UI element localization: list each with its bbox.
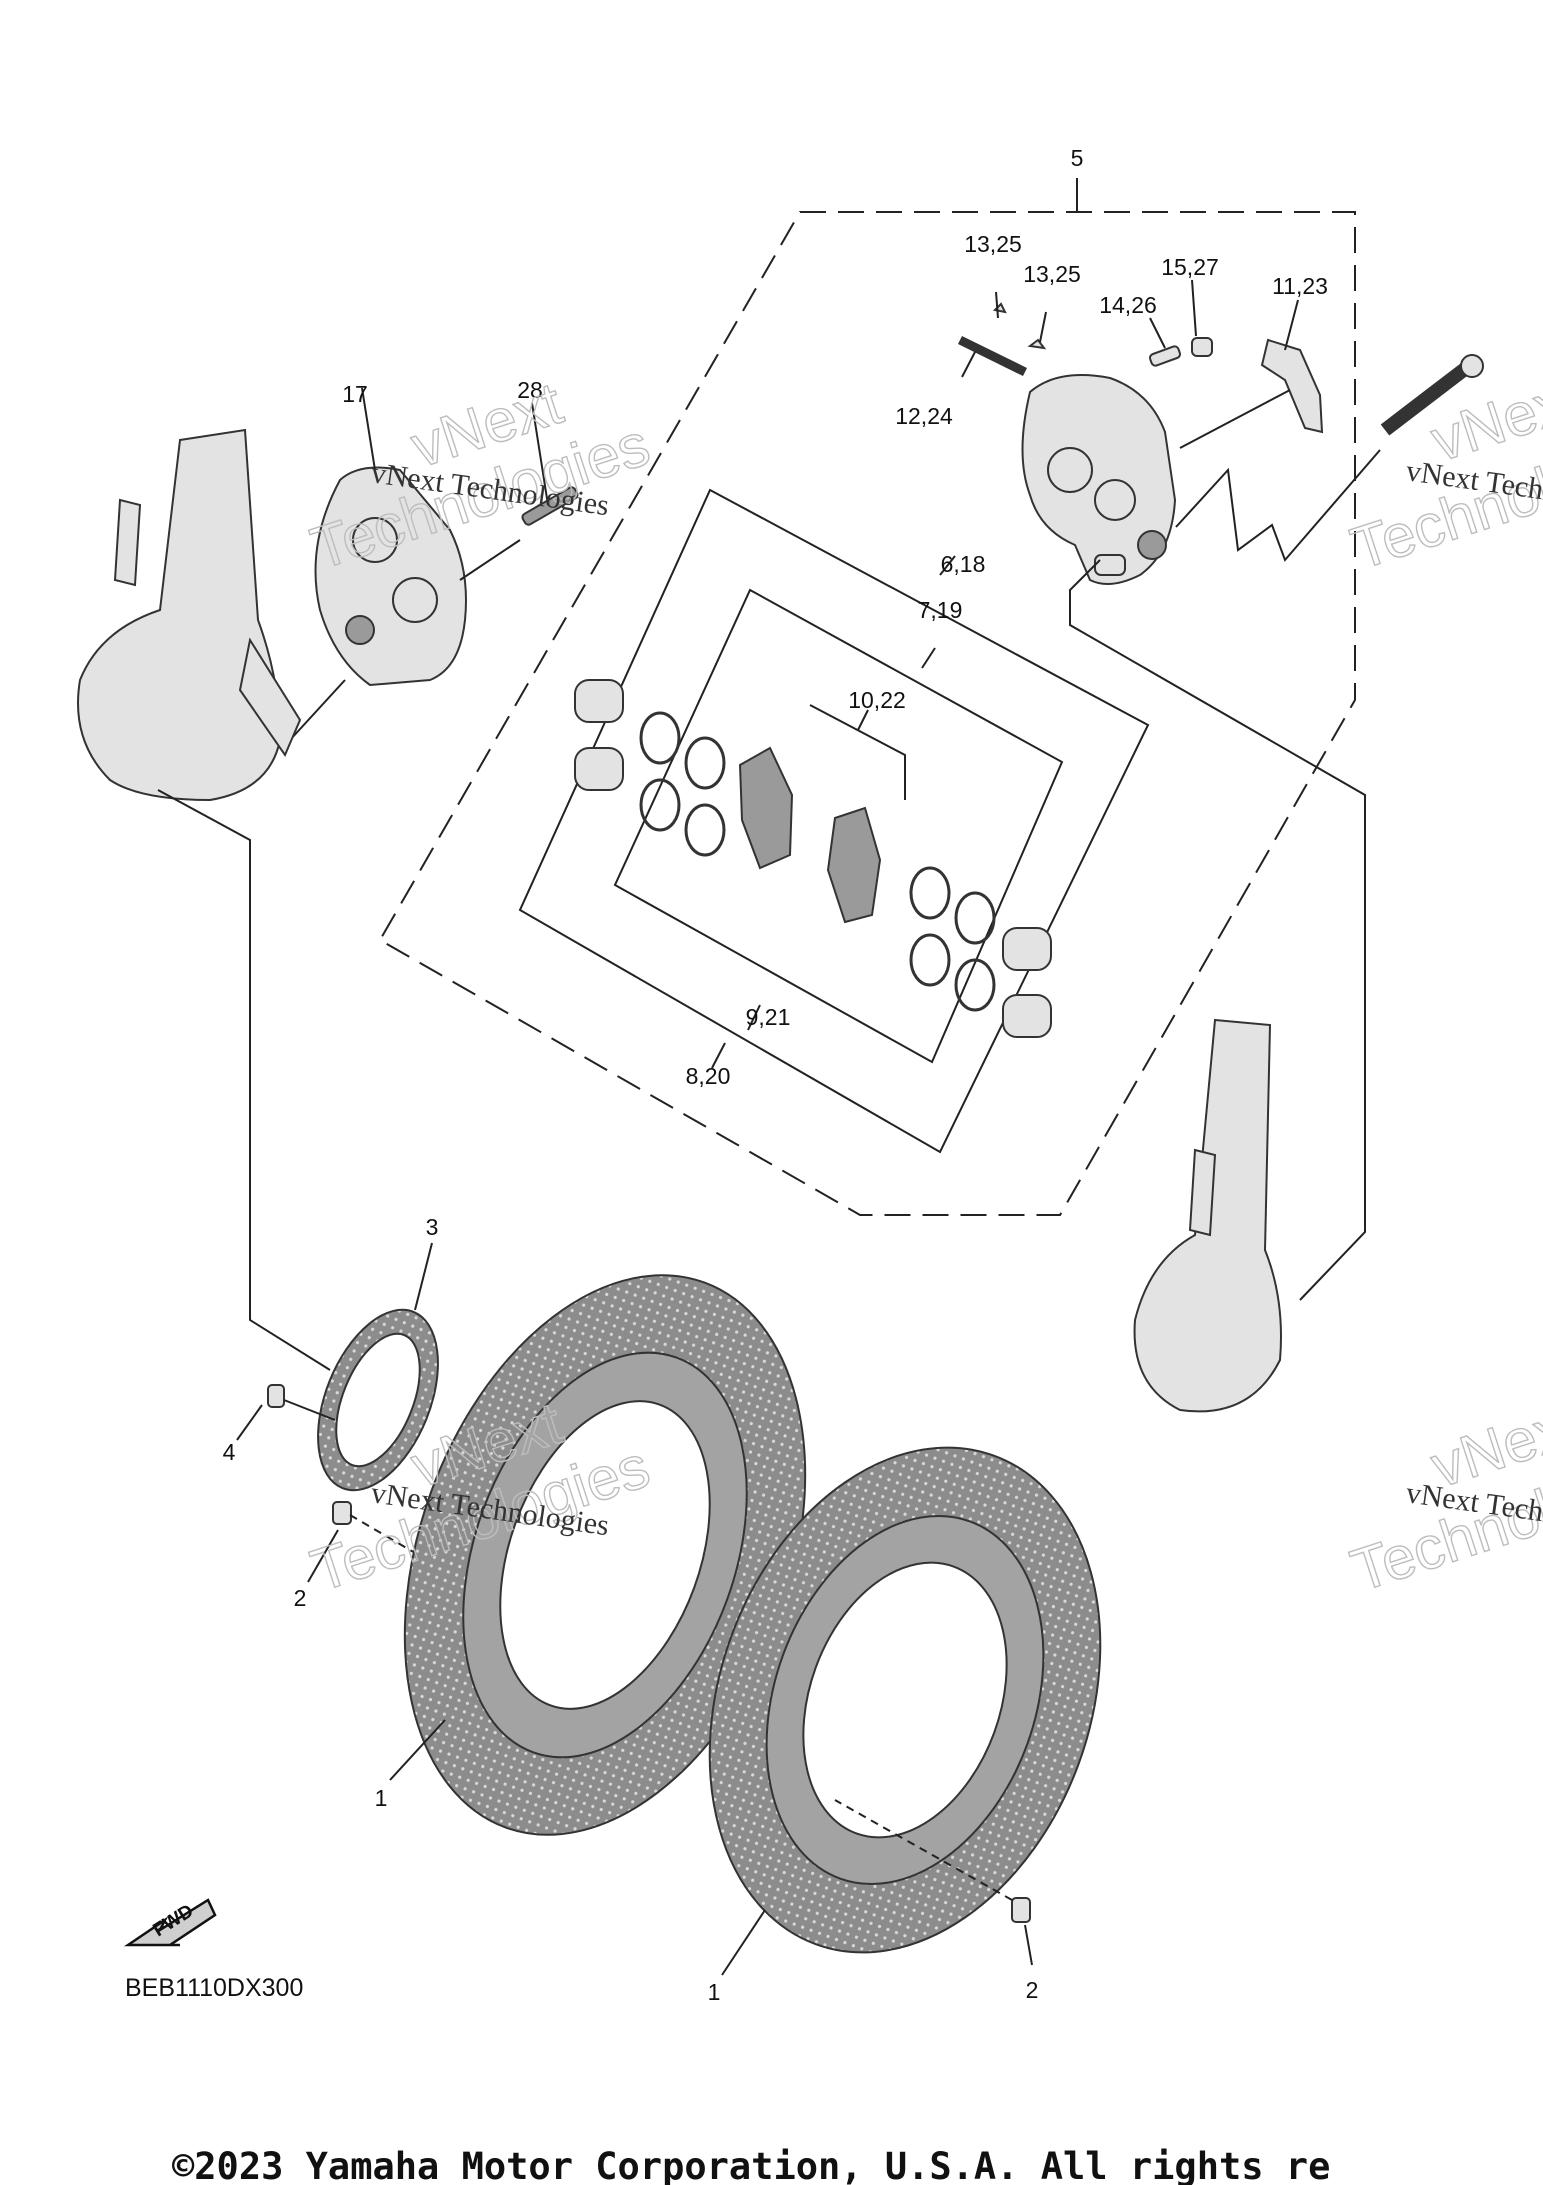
callout-28: 28	[517, 377, 543, 403]
leader-9	[747, 1004, 761, 1031]
callout-11: 11,23	[1272, 273, 1328, 299]
callout-3: 3	[426, 1214, 439, 1240]
leader-8	[711, 1042, 726, 1069]
callout-7: 7,19	[918, 597, 963, 623]
callout-13a: 13,25	[964, 231, 1022, 257]
leader-bolt-2b	[834, 1799, 1013, 1901]
leader-10	[857, 709, 869, 731]
leader-11	[1284, 299, 1299, 351]
leader-14	[1149, 317, 1166, 349]
callout-1b: 1	[708, 1979, 721, 2005]
leader-2a	[307, 1529, 339, 1583]
bolt-2b	[1011, 1897, 1031, 1923]
brake-disc-upper	[403, 1274, 807, 1836]
leader-15	[1191, 279, 1197, 337]
callout-12: 12,24	[895, 403, 953, 429]
callout-14: 14,26	[1099, 292, 1157, 318]
leader-2b	[1024, 1924, 1033, 1966]
leader-28	[531, 402, 549, 506]
assembly-boundary	[378, 211, 1356, 1216]
callout-13b: 13,25	[1023, 261, 1081, 287]
callout-6: 6,18	[941, 551, 986, 577]
callout-8: 8,20	[686, 1063, 731, 1089]
caliper-assembly-right	[958, 302, 1484, 585]
callout-2a: 2	[294, 1585, 307, 1611]
fork-leg-right	[1133, 1018, 1282, 1413]
watermark-bottom-right: vNext Technologies vNext Technologies	[1343, 1388, 1543, 1605]
callout-4: 4	[223, 1439, 236, 1465]
seals	[639, 711, 996, 1012]
callout-1a: 1	[375, 1785, 388, 1811]
fork-leg-left	[77, 428, 302, 802]
leader-4	[236, 1404, 263, 1441]
callout-10: 10,22	[848, 687, 906, 713]
caliper-left	[314, 466, 579, 687]
callout-15: 15,27	[1161, 254, 1219, 280]
bolt-2a	[332, 1501, 352, 1525]
leader-3	[414, 1242, 433, 1311]
leader-1a	[389, 1719, 446, 1781]
callout-5: 5	[1071, 145, 1084, 171]
callout-9: 9,21	[746, 1004, 791, 1030]
leader-13a	[995, 291, 999, 319]
leader-caliper-fork	[1069, 559, 1366, 1301]
bracket-10	[809, 704, 906, 800]
leader-13b	[1039, 311, 1047, 343]
leader-12	[961, 351, 976, 378]
brake-disc-lower	[708, 1446, 1102, 1954]
diagram-code: BEB1110DX300	[125, 1974, 303, 2002]
leader-fork-sensor	[157, 789, 331, 1371]
leader-spring	[1179, 389, 1291, 449]
leader-7	[921, 647, 936, 669]
brake-pads	[738, 746, 882, 924]
leader-1b	[721, 1909, 766, 1976]
leader-6	[939, 555, 956, 576]
fwd-arrow-icon: FWD	[123, 1898, 217, 1947]
watermark-top-right: vNext Technologies vNext Technologies	[1343, 362, 1543, 583]
leader-bolt-4	[283, 1399, 336, 1421]
bracket-7-9	[613, 588, 1064, 1064]
callout-2b: 2	[1026, 1977, 1039, 2003]
leader-bolt-caliper	[1175, 449, 1381, 562]
leader-caliper-left	[289, 679, 346, 741]
callout-17: 17	[342, 381, 368, 407]
bolt-4	[267, 1384, 285, 1408]
pistons	[574, 679, 1052, 1038]
sensor-rotor	[317, 1308, 439, 1492]
copyright-notice: ©2023 Yamaha Motor Corporation, U.S.A. A…	[172, 2145, 1330, 2185]
leader-pin-left	[459, 539, 521, 581]
leader-17	[361, 387, 376, 471]
